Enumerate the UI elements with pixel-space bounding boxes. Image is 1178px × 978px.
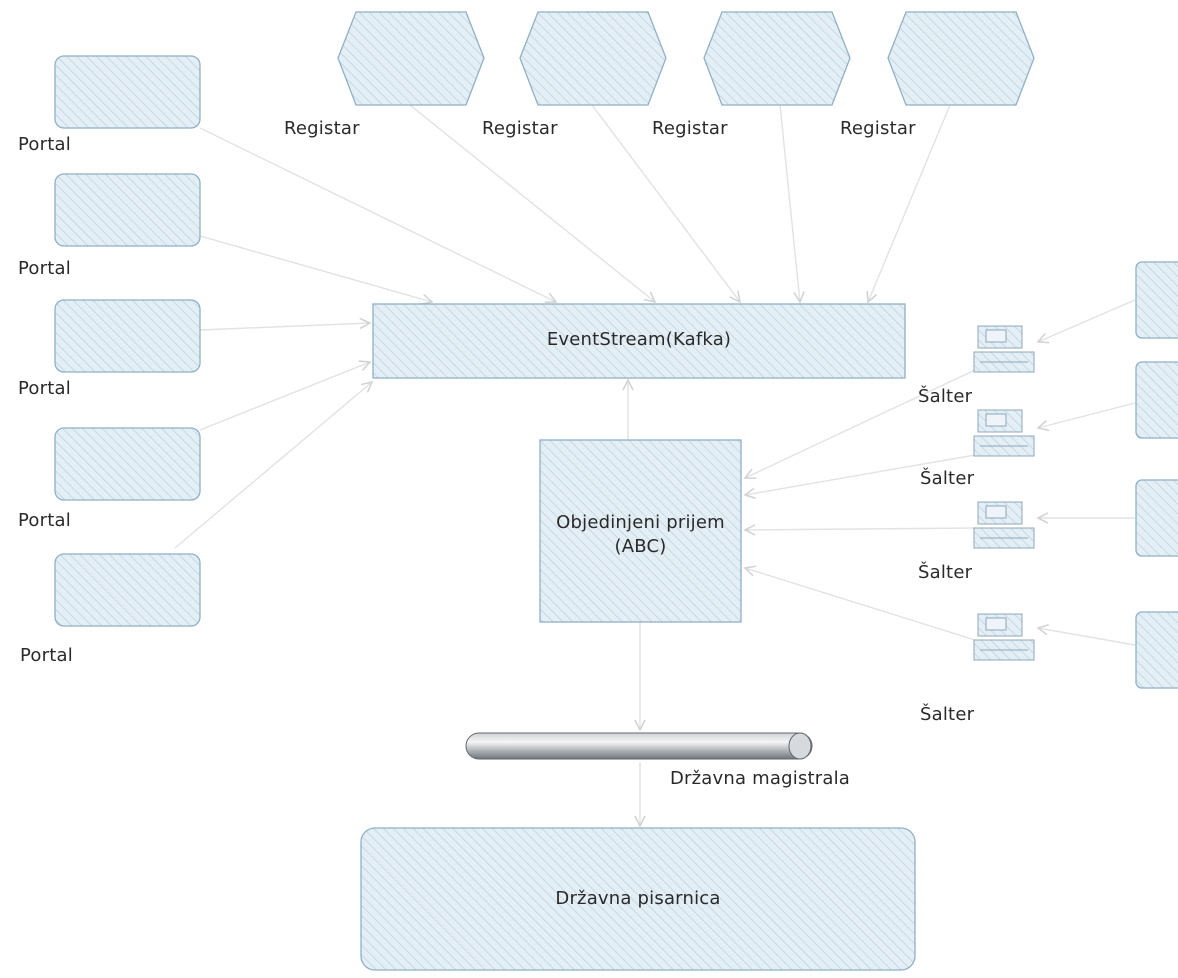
portal-label: Portal — [18, 510, 71, 531]
arrow-portal-5 — [174, 382, 372, 549]
right-box-1 — [1135, 261, 1178, 339]
box-to-counter-arrows — [1038, 299, 1136, 646]
computer-icon — [973, 409, 1035, 457]
register-hexagon-3 — [703, 11, 851, 106]
counter-to-intake-arrows — [745, 369, 976, 641]
register-label: Registar — [284, 118, 360, 139]
state-registry-box — [360, 827, 916, 971]
counter-label: Šalter — [920, 468, 975, 489]
portal-box-2 — [54, 173, 201, 247]
computer-icon — [973, 325, 1035, 373]
arrow-register-2 — [591, 104, 740, 302]
eventstream-box — [372, 303, 906, 379]
computer-icon — [973, 501, 1035, 549]
arrow-register-3 — [779, 104, 800, 302]
arrow-counter-3 — [745, 528, 976, 530]
portal-box-1 — [54, 55, 201, 129]
portal-label: Portal — [18, 134, 71, 155]
arrow-register-4 — [868, 104, 951, 302]
counter-label: Šalter — [920, 704, 975, 725]
arrow-counter-4 — [745, 568, 976, 641]
register-to-eventstream-arrows — [409, 104, 951, 302]
portal-box-4 — [54, 427, 201, 501]
arrow-register-1 — [409, 104, 655, 302]
arrow-portal-1 — [199, 127, 556, 302]
portal-box-3 — [54, 299, 201, 373]
arrow-portal-2 — [199, 235, 432, 302]
right-edge-boxes — [1135, 261, 1178, 689]
portal-boxes — [54, 55, 201, 627]
eventstream-label: EventStream(Kafka) — [546, 329, 732, 350]
portal-to-eventstream-arrows — [174, 127, 556, 549]
state-registry-label: Državna pisarnica — [555, 888, 721, 909]
register-label: Registar — [840, 118, 916, 139]
register-hexagon-1 — [337, 11, 485, 106]
counter-label: Šalter — [918, 562, 973, 583]
register-label: Registar — [482, 118, 558, 139]
arrow-box-counter-1 — [1038, 299, 1136, 342]
state-bus-label: Državna magistrala — [670, 768, 851, 789]
register-hexagons — [337, 11, 1035, 106]
arrow-counter-1 — [745, 369, 976, 478]
arrow-box-counter-4 — [1038, 628, 1136, 646]
right-box-3 — [1135, 479, 1178, 557]
portal-label: Portal — [18, 258, 71, 279]
unified-intake-sublabel: (ABC) — [614, 536, 667, 557]
portal-label: Portal — [20, 645, 73, 666]
unified-intake-label: Objedinjeni prijem — [556, 512, 725, 533]
right-box-2 — [1135, 361, 1178, 439]
state-bus-pipe — [465, 732, 813, 760]
right-box-4 — [1135, 611, 1178, 689]
arrow-box-counter-2 — [1038, 402, 1136, 428]
register-hexagon-2 — [519, 11, 667, 106]
counter-label: Šalter — [918, 386, 973, 407]
unified-intake-box — [539, 439, 742, 623]
portal-box-5 — [54, 553, 201, 627]
arrow-portal-3 — [199, 323, 370, 331]
register-hexagon-4 — [887, 11, 1035, 106]
arrow-counter-2 — [745, 454, 976, 495]
computer-icon — [973, 613, 1035, 661]
register-label: Registar — [652, 118, 728, 139]
arrow-portal-4 — [199, 362, 370, 431]
portal-label: Portal — [18, 378, 71, 399]
counter-icons — [973, 325, 1035, 661]
